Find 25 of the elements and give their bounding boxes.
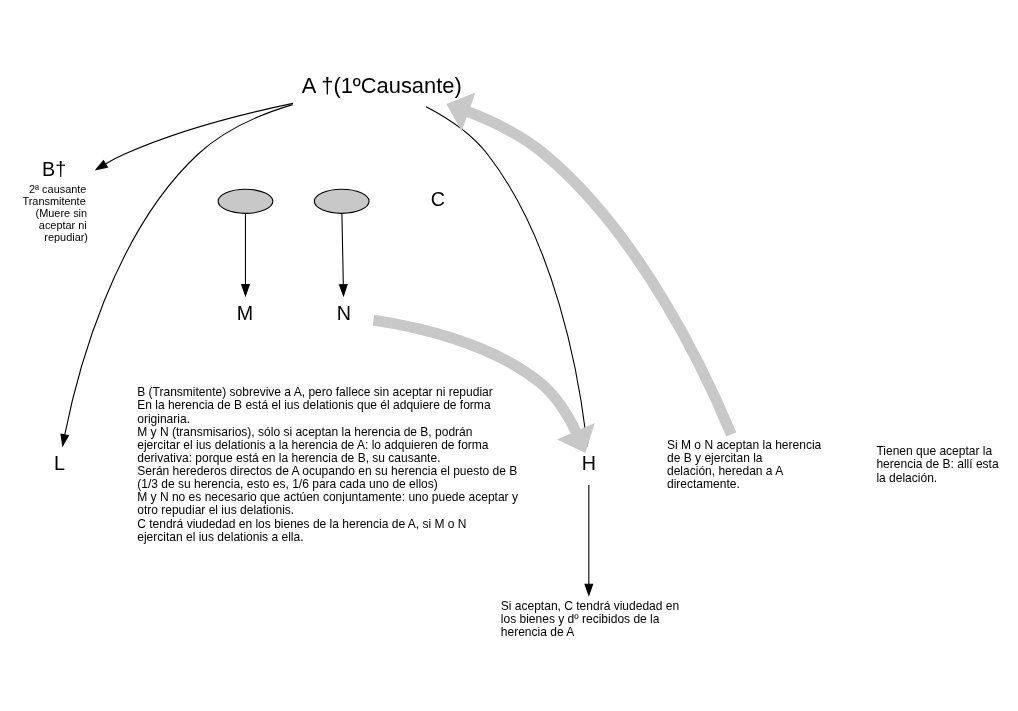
- node-text: Si aceptan, C tendrá viudedad en los bienes y dº recibidos de la herencia de A: [500, 598, 680, 639]
- label: C tendrá viudedad en los bienes de la herencia de A, si M o N ejercitan el ius delationis a ella.: [137, 516, 467, 544]
- arrow: [60, 104, 294, 448]
- arrow: [446, 92, 737, 437]
- label: Tienen que aceptar la herencia de B: allí esta la delación.: [876, 444, 999, 485]
- node-text: N: [336, 302, 351, 325]
- node-text: M: [236, 302, 254, 325]
- node-text: L: [54, 452, 66, 475]
- label: M y N no es necesario que actúen conjuntamente: uno puede aceptar y otro repudiar el ius delationis.: [137, 490, 518, 518]
- arrow: [94, 102, 294, 171]
- label: Serán herederos directos de A ocupando en su herencia el puesto de B (1/3 de su herencia, esto es, 1/6 para cada uno de ellos): [137, 464, 518, 492]
- label: En la herencia de B está el ius delationis que él adquiere de forma originaria.: [137, 398, 491, 426]
- node-ellipse: [313, 188, 370, 214]
- node-text: Si M o N aceptan la herencia de B y ejercitan la delación, heredan a A directamente.: [667, 437, 822, 492]
- arrow: [240, 213, 251, 298]
- node-text: A †(1ºCausante): [301, 72, 462, 98]
- node-ellipse: [217, 188, 274, 214]
- node-label: 2ª causante Transmitente (Muere sin aceptar ni repudiar): [22, 182, 88, 243]
- arrow: [372, 314, 595, 453]
- node-text: H: [581, 452, 596, 475]
- arrow: [338, 213, 348, 298]
- label: B (Transmitente) sobrevive a A, pero fallece sin aceptar ni repudiar: [137, 385, 493, 400]
- node-text: C: [430, 188, 446, 211]
- node-text: B†: [42, 157, 67, 180]
- arrow: [584, 484, 594, 597]
